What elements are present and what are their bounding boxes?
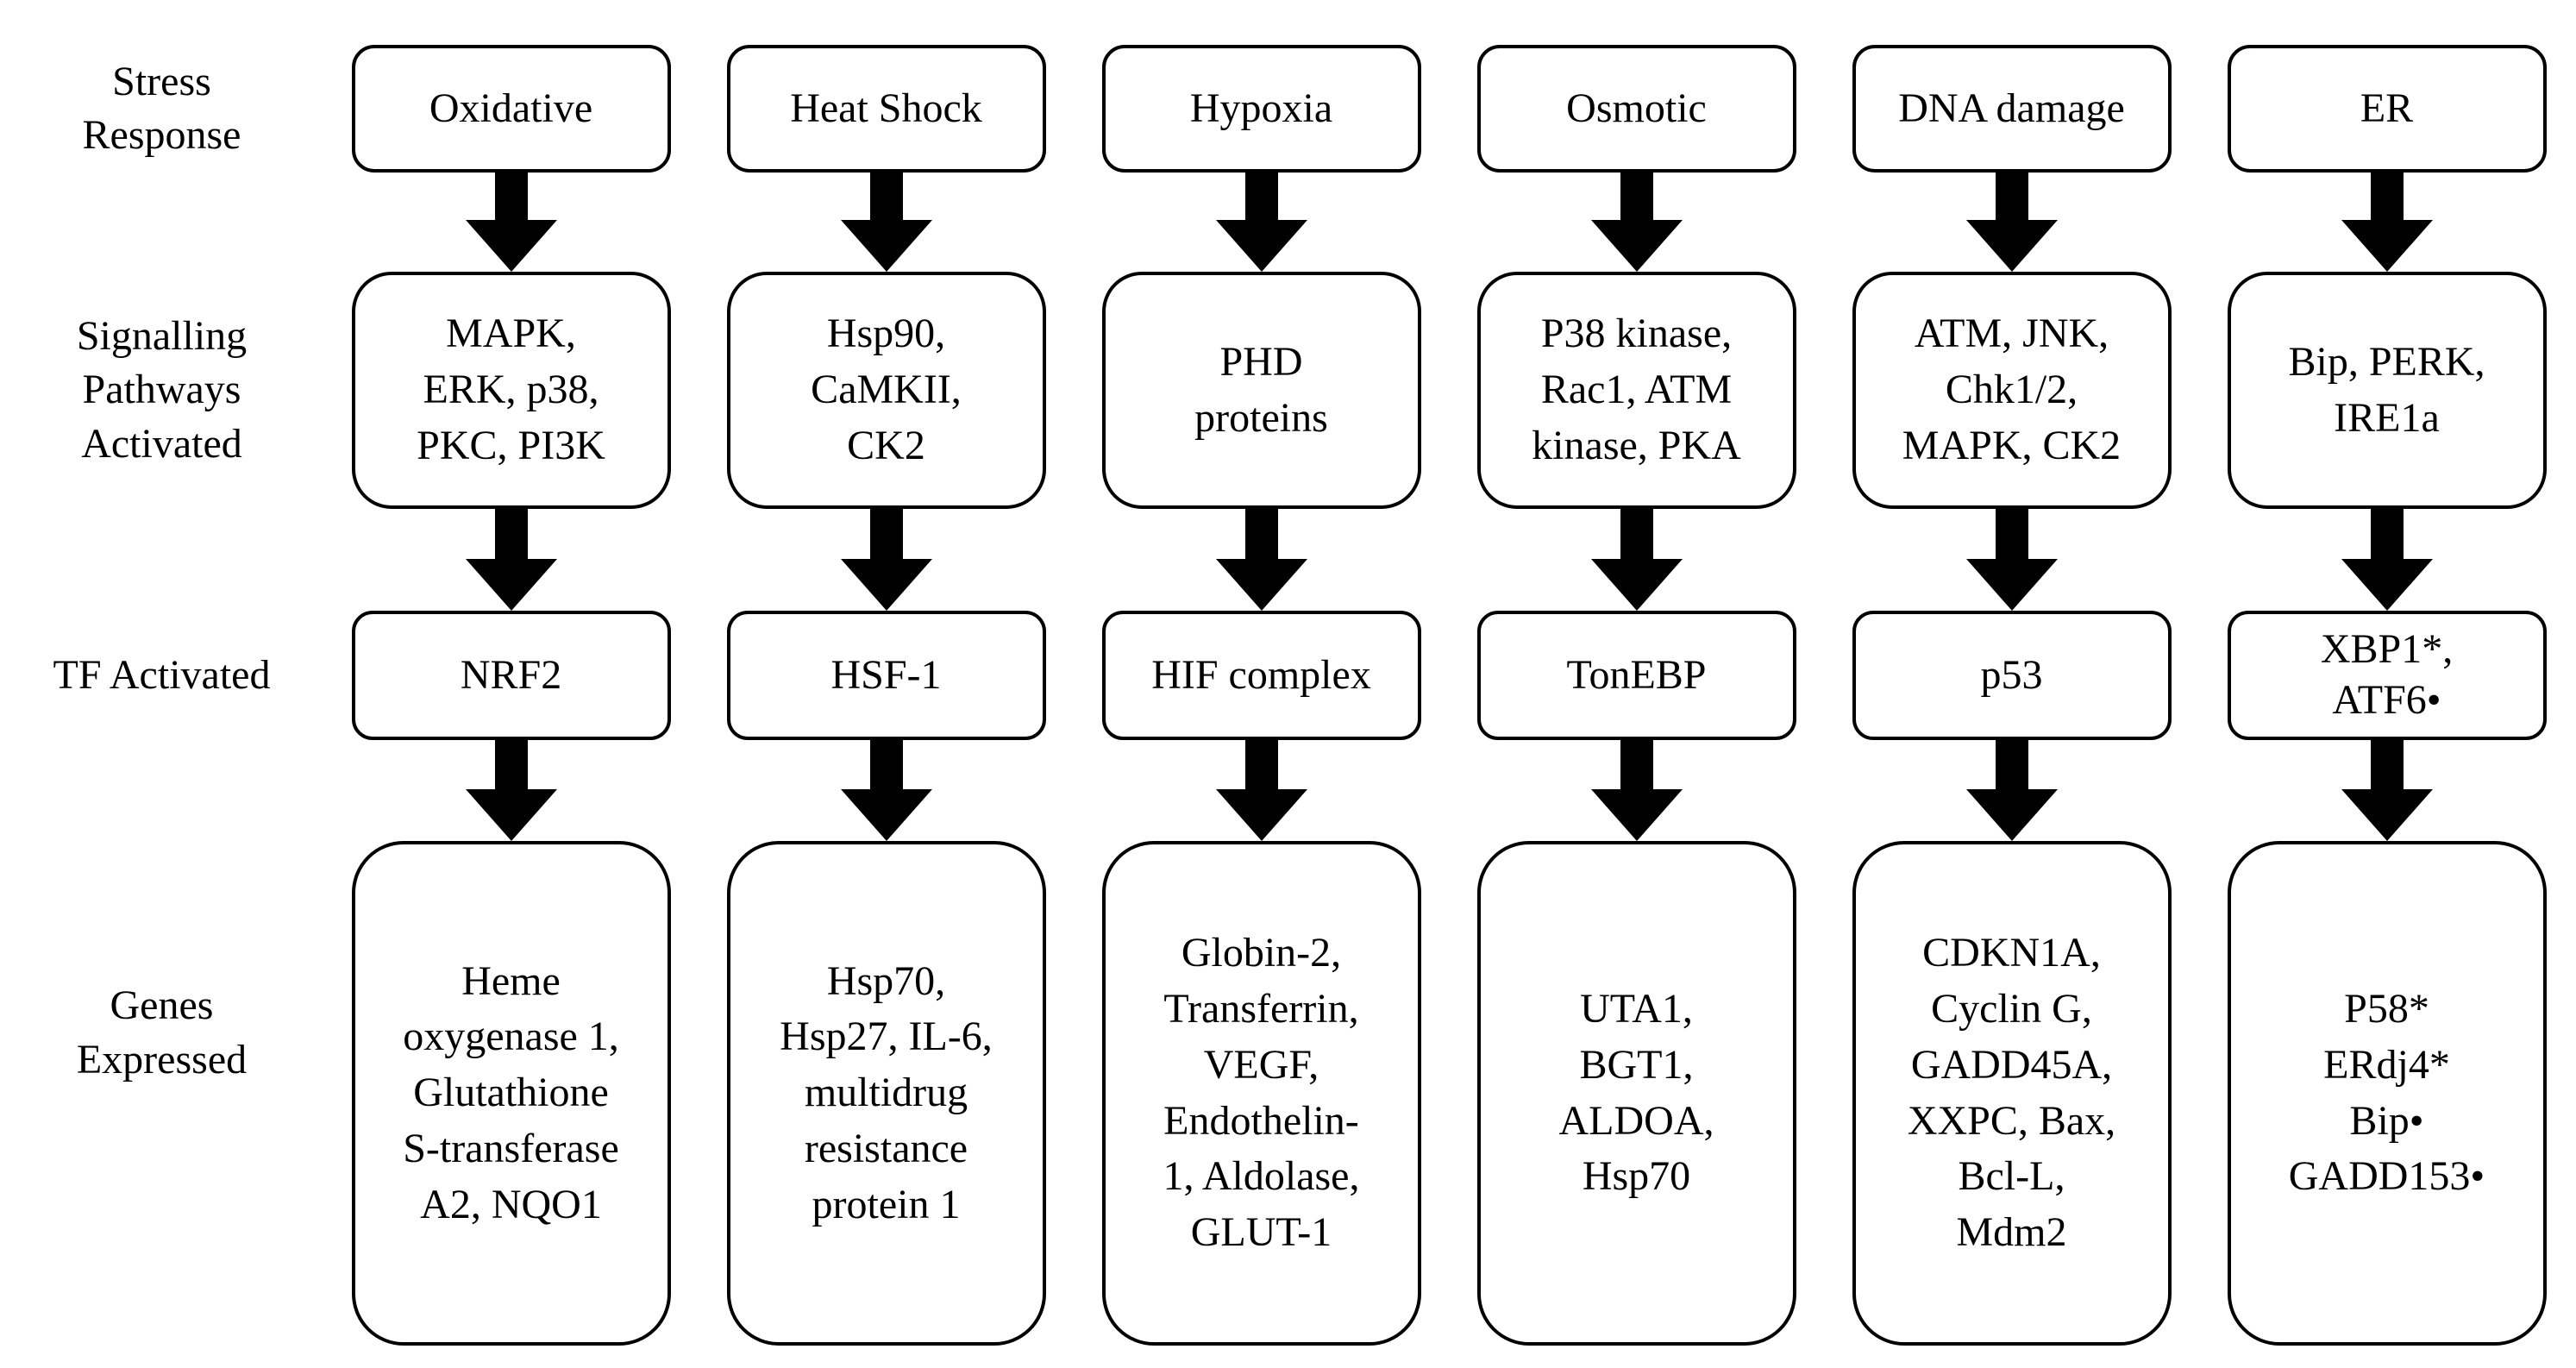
- arrow-stem: [494, 173, 528, 220]
- genes-box-dna-damage: CDKN1A, Cyclin G, GADD45A, XXPC, Bax, Bc…: [1852, 841, 2172, 1346]
- arrow-head: [840, 559, 932, 611]
- arrow-head: [2341, 220, 2433, 272]
- tf-box-er: XBP1*, ATF6•: [2227, 611, 2547, 740]
- arrow-stem: [1620, 740, 1653, 789]
- tf-box-oxidative: NRF2: [351, 611, 671, 740]
- arrow-stem: [1244, 509, 1278, 559]
- tf-box-dna-damage: p53: [1852, 611, 2172, 740]
- stress-type-box-osmotic: Osmotic: [1476, 45, 1796, 173]
- down-arrow-icon: [699, 740, 1074, 841]
- arrow-stem: [1244, 740, 1278, 789]
- down-arrow-icon: [1074, 740, 1449, 841]
- arrow-head: [1590, 559, 1683, 611]
- arrow-stem: [1995, 740, 2028, 789]
- stress-type-box-hypoxia: Hypoxia: [1101, 45, 1421, 173]
- down-arrow-icon: [1824, 740, 2199, 841]
- down-arrow-icon: [1824, 509, 2199, 611]
- genes-box-er: P58* ERdj4* Bip• GADD153•: [2227, 841, 2547, 1346]
- down-arrow-icon: [2199, 509, 2574, 611]
- arrow-stem: [494, 740, 528, 789]
- arrow-stem: [1620, 173, 1653, 220]
- row-label-tf-activated: TF Activated: [53, 651, 271, 698]
- tf-box-osmotic: TonEBP: [1476, 611, 1796, 740]
- arrow-stem: [869, 740, 903, 789]
- signalling-box-oxidative: MAPK, ERK, p38, PKC, PI3K: [351, 272, 671, 509]
- arrow-head: [465, 220, 557, 272]
- stress-type-box-oxidative: Oxidative: [351, 45, 671, 173]
- arrow-stem: [869, 173, 903, 220]
- arrow-head: [465, 789, 557, 841]
- down-arrow-icon: [323, 740, 699, 841]
- down-arrow-icon: [2199, 173, 2574, 272]
- arrow-stem: [1995, 173, 2028, 220]
- signalling-box-heat-shock: Hsp90, CaMKII, CK2: [726, 272, 1046, 509]
- tf-box-heat-shock: HSF-1: [726, 611, 1046, 740]
- arrow-head: [840, 789, 932, 841]
- arrow-stem: [1244, 173, 1278, 220]
- signalling-box-er: Bip, PERK, IRE1a: [2227, 272, 2547, 509]
- down-arrow-icon: [1824, 173, 2199, 272]
- signalling-box-hypoxia: PHD proteins: [1101, 272, 1421, 509]
- arrow-head: [1215, 559, 1307, 611]
- row-label-signalling-pathways-activated: Signalling Pathways Activated: [76, 312, 248, 467]
- signalling-box-dna-damage: ATM, JNK, Chk1/2, MAPK, CK2: [1852, 272, 2172, 509]
- arrow-stem: [494, 509, 528, 559]
- arrow-head: [1590, 220, 1683, 272]
- genes-box-oxidative: Heme oxygenase 1, Glutathione S-transfer…: [351, 841, 671, 1346]
- arrow-head: [1215, 220, 1307, 272]
- arrow-head: [1965, 789, 2058, 841]
- arrow-head: [2341, 559, 2433, 611]
- down-arrow-icon: [1449, 740, 1824, 841]
- arrow-head: [1590, 789, 1683, 841]
- arrow-head: [1965, 220, 2058, 272]
- stress-type-box-dna-damage: DNA damage: [1852, 45, 2172, 173]
- arrow-head: [2341, 789, 2433, 841]
- arrow-head: [1215, 789, 1307, 841]
- arrow-stem: [2370, 740, 2404, 789]
- arrow-head: [1965, 559, 2058, 611]
- tf-box-hypoxia: HIF complex: [1101, 611, 1421, 740]
- arrow-stem: [1995, 509, 2028, 559]
- down-arrow-icon: [1074, 173, 1449, 272]
- arrow-head: [840, 220, 932, 272]
- down-arrow-icon: [323, 509, 699, 611]
- arrow-stem: [869, 509, 903, 559]
- down-arrow-icon: [699, 173, 1074, 272]
- down-arrow-icon: [2199, 740, 2574, 841]
- stress-type-box-er: ER: [2227, 45, 2547, 173]
- down-arrow-icon: [1449, 509, 1824, 611]
- stress-type-box-heat-shock: Heat Shock: [726, 45, 1046, 173]
- arrow-stem: [2370, 173, 2404, 220]
- down-arrow-icon: [323, 173, 699, 272]
- genes-box-osmotic: UTA1, BGT1, ALDOA, Hsp70: [1476, 841, 1796, 1346]
- signalling-box-osmotic: P38 kinase, Rac1, ATM kinase, PKA: [1476, 272, 1796, 509]
- down-arrow-icon: [1074, 509, 1449, 611]
- down-arrow-icon: [699, 509, 1074, 611]
- arrow-stem: [2370, 509, 2404, 559]
- arrow-head: [465, 559, 557, 611]
- genes-box-hypoxia: Globin-2, Transferrin, VEGF, Endothelin-…: [1101, 841, 1421, 1346]
- genes-box-heat-shock: Hsp70, Hsp27, IL-6, multidrug resistance…: [726, 841, 1046, 1346]
- down-arrow-icon: [1449, 173, 1824, 272]
- row-label-stress-response: Stress Response: [82, 58, 241, 158]
- arrow-stem: [1620, 509, 1653, 559]
- row-label-genes-expressed: Genes Expressed: [76, 982, 248, 1082]
